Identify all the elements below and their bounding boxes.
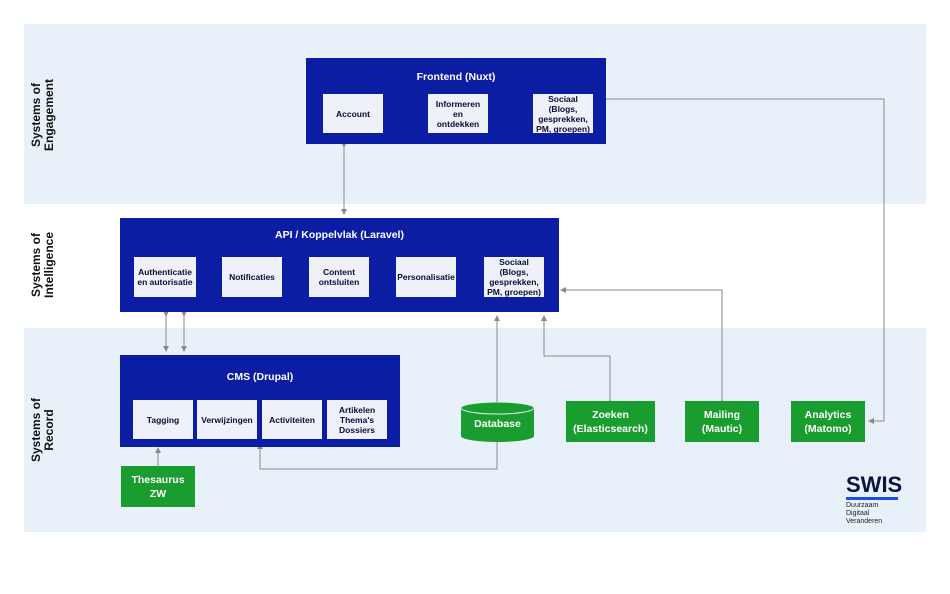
frontend-analytics-connector — [606, 98, 885, 424]
database-cms-connector — [257, 442, 498, 470]
frontend-item-informeren: Informeren en ontdekken — [428, 94, 488, 133]
cms-item-verwijzingen: Verwijzingen — [197, 400, 257, 439]
cms-title: CMS (Drupal) — [226, 371, 294, 383]
frontend-title: Frontend (Nuxt) — [416, 71, 496, 83]
cms-item-activiteiten: Activiteiten — [262, 400, 322, 439]
api-title: API / Koppelvlak (Laravel) — [275, 229, 404, 241]
frontend-item-account: Account — [323, 94, 383, 133]
api-item-authenticatie: Authenticatie en autorisatie — [134, 257, 196, 297]
zoeken-api-connector — [541, 315, 613, 405]
api-item-sociaal: Sociaal (Blogs, gesprekken, PM, groepen) — [484, 257, 544, 297]
api-item-notificaties: Notificaties — [222, 257, 282, 297]
swis-wordmark: SWIS — [846, 472, 903, 497]
analytics-box: Analytics (Matomo) — [791, 401, 865, 442]
zoeken-box: Zoeken (Elasticsearch) — [566, 401, 655, 442]
api-item-personalisatie: Personalisatie — [396, 257, 456, 297]
swis-logo: SWIS Duurzaam Digitaal Veranderen — [846, 474, 906, 526]
cms-item-artikelen: Artikelen Thema's Dossiers — [327, 400, 387, 439]
swis-logo-bar — [846, 497, 898, 500]
swis-tagline: Duurzaam Digitaal Veranderen — [846, 502, 883, 525]
database-cylinder — [461, 402, 534, 442]
database-label: Database — [474, 418, 521, 430]
frontend-item-sociaal: Sociaal (Blogs, gesprekken, PM, groepen) — [533, 94, 593, 134]
thesaurus-box: Thesaurus ZW — [121, 466, 195, 507]
cms-item-tagging: Tagging — [133, 400, 193, 439]
mailing-box: Mailing (Mautic) — [685, 401, 759, 442]
api-item-content: Content ontsluiten — [309, 257, 369, 297]
mailing-api-connector — [560, 287, 725, 405]
